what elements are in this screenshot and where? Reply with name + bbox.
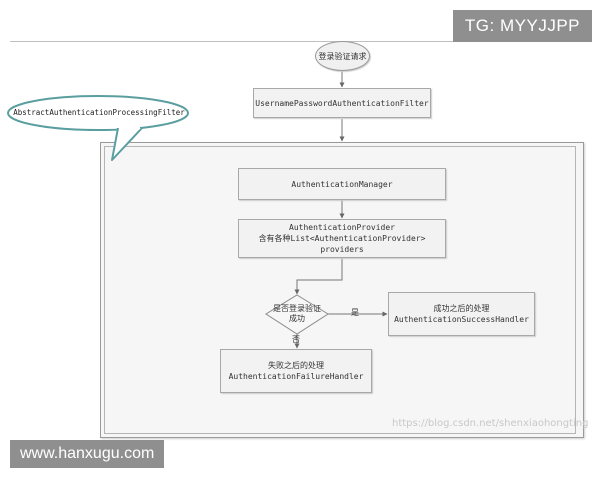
yes-label: 是 bbox=[351, 308, 359, 317]
csdn-watermark: https://blog.csdn.net/shenxiaohongting bbox=[392, 418, 589, 429]
filter-container-inner bbox=[104, 146, 576, 434]
provider-label-line1: AuthenticationProvider bbox=[289, 223, 395, 232]
callout-label: AbstractAuthenticationProcessingFilter bbox=[13, 107, 185, 117]
manager-node: AuthenticationManager bbox=[238, 168, 446, 200]
provider-label-line2: 含有各种List<AuthenticationProvider> provide… bbox=[258, 234, 426, 254]
callout-bubble bbox=[7, 95, 189, 131]
filter-node: UsernamePasswordAuthenticationFilter bbox=[253, 88, 431, 118]
failure-label-line1: 失败之后的处理 bbox=[268, 361, 324, 370]
tg-badge: TG: MYYJJPP bbox=[452, 10, 592, 42]
edge-provider-decision bbox=[294, 258, 343, 295]
failure-label-line2: AuthenticationFailureHandler bbox=[228, 372, 364, 381]
decision-label: 是否登录验证 成功 bbox=[266, 298, 328, 330]
provider-node: AuthenticationProvider 含有各种List<Authenti… bbox=[238, 219, 446, 258]
success-label-line1: 成功之后的处理 bbox=[433, 304, 490, 313]
site-badge: www.hanxugu.com bbox=[10, 440, 165, 468]
top-divider bbox=[10, 41, 589, 42]
success-label-line2: AuthenticationSuccessHandler bbox=[394, 315, 529, 324]
decision-label-line2: 成功 bbox=[289, 314, 305, 323]
failure-node: 失败之后的处理 AuthenticationFailureHandler bbox=[220, 349, 372, 393]
success-node: 成功之后的处理 AuthenticationSuccessHandler bbox=[388, 292, 535, 336]
no-label: 否 bbox=[292, 335, 300, 344]
callout-tail bbox=[111, 127, 143, 161]
filter-label: UsernamePasswordAuthenticationFilter bbox=[255, 98, 429, 108]
start-node: 登录验证请求 bbox=[315, 41, 370, 71]
decision-label-line1: 是否登录验证 bbox=[273, 304, 321, 313]
manager-label: AuthenticationManager bbox=[291, 179, 393, 189]
decision-diamond bbox=[265, 294, 329, 335]
